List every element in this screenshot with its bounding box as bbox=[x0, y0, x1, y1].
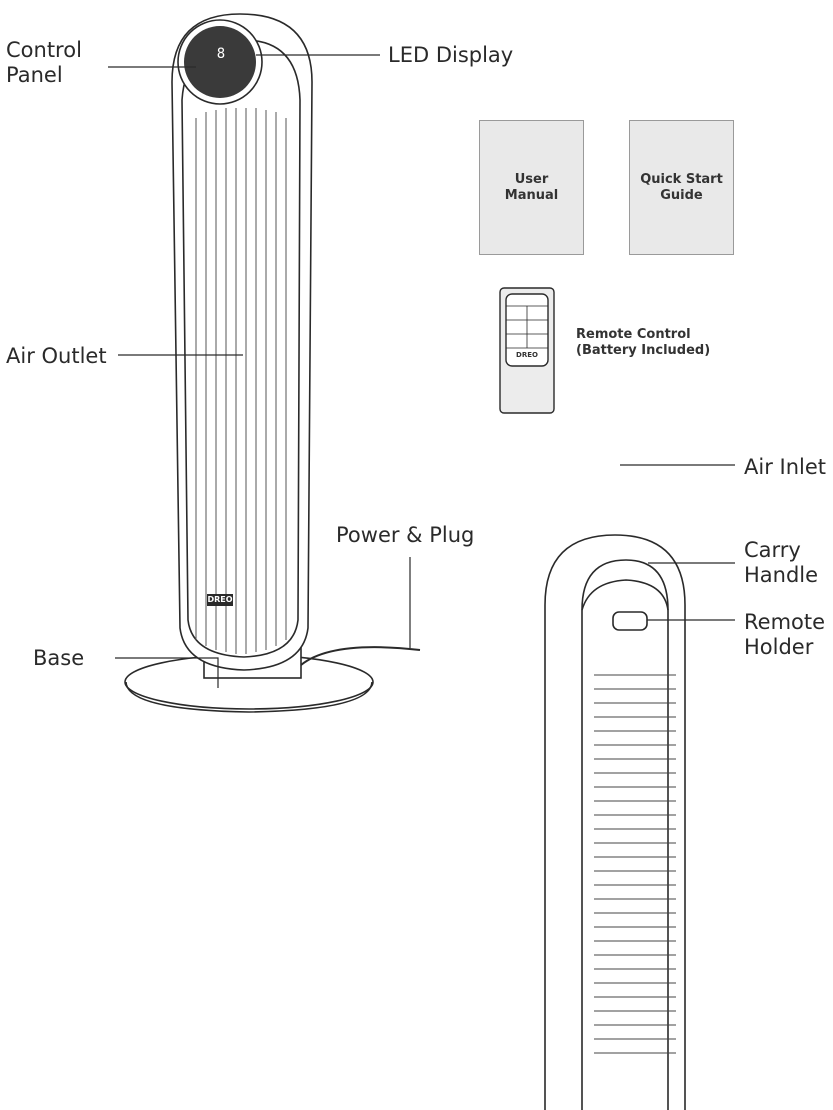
label-control-panel: Control Panel bbox=[6, 38, 82, 88]
user-manual-box: User Manual bbox=[479, 120, 584, 255]
led-display-digits: 8 bbox=[216, 46, 226, 62]
callout-line-base bbox=[115, 657, 219, 688]
user-manual-line2: Manual bbox=[504, 187, 559, 203]
label-control-panel-line2: Panel bbox=[6, 63, 63, 87]
power-cord bbox=[300, 646, 421, 666]
back-tower bbox=[544, 464, 735, 1110]
air-inlet-slats bbox=[594, 674, 676, 1054]
label-carry-handle-line2: Handle bbox=[744, 563, 819, 587]
label-remote-holder-line1: Remote bbox=[744, 610, 826, 634]
user-manual-text: User Manual bbox=[505, 172, 558, 204]
quick-start-guide-box: Quick Start Guide bbox=[629, 120, 734, 255]
air-outlet-ribs bbox=[195, 108, 287, 654]
label-remote-holder: Remote Holder bbox=[744, 610, 825, 660]
label-base: Base bbox=[33, 646, 85, 670]
quick-start-guide-line2: Guide bbox=[660, 187, 703, 203]
user-manual-line1: User bbox=[514, 171, 549, 187]
label-led-display: LED Display bbox=[388, 43, 514, 67]
label-air-inlet: Air Inlet bbox=[744, 455, 827, 479]
quick-start-guide-text: Quick Start Guide bbox=[640, 172, 723, 204]
label-carry-handle-line1: Carry bbox=[744, 538, 801, 562]
label-control-panel-line1: Control bbox=[6, 38, 82, 62]
label-carry-handle: Carry Handle bbox=[744, 538, 818, 588]
remote-logo: DREO bbox=[516, 351, 538, 359]
quick-start-guide-line1: Quick Start bbox=[640, 171, 723, 187]
front-logo: DREO bbox=[207, 595, 233, 604]
control-panel-disc bbox=[184, 26, 256, 98]
remote-control-label: Remote Control (Battery Included) bbox=[576, 327, 710, 359]
remote-control-line2: (Battery Included) bbox=[576, 343, 711, 358]
label-remote-holder-line2: Holder bbox=[744, 635, 814, 659]
tower-body bbox=[171, 13, 313, 671]
remote-control-art bbox=[499, 287, 555, 414]
label-power-plug: Power & Plug bbox=[336, 523, 475, 547]
front-tower bbox=[108, 13, 421, 713]
remote-holder-slot bbox=[612, 611, 648, 631]
remote-control-line1: Remote Control bbox=[576, 327, 691, 342]
back-tower-body bbox=[544, 534, 686, 1110]
logo-plate bbox=[207, 594, 233, 606]
label-air-outlet: Air Outlet bbox=[6, 344, 107, 368]
